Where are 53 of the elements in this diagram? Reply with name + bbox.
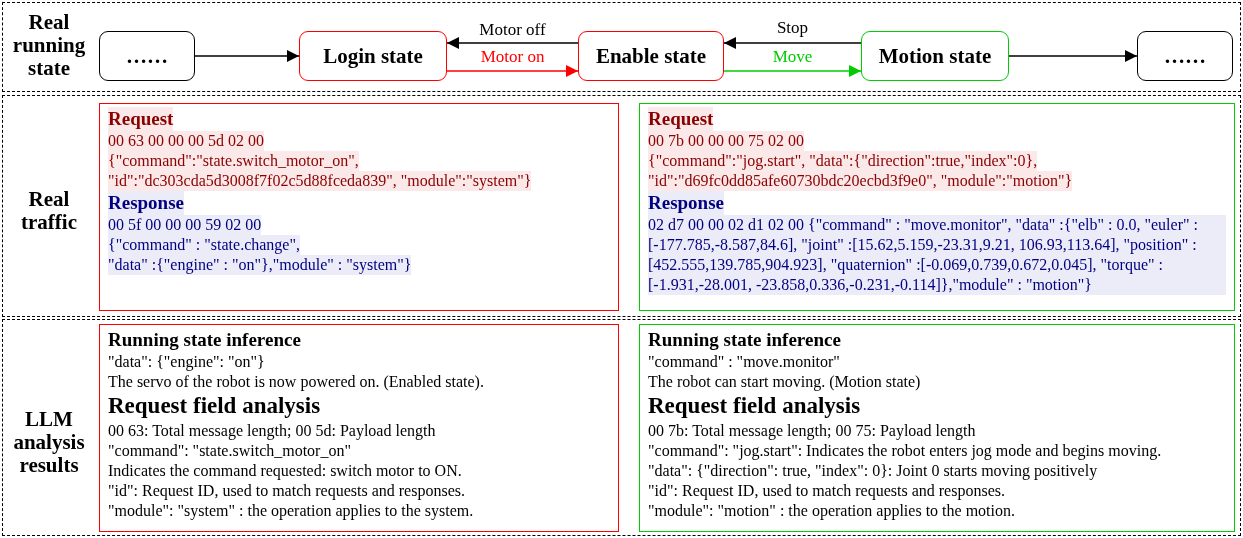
section-heading: Running state inference [108,328,301,352]
text-panel [99,324,619,532]
analysis-text: "data": {"direction": true, "index": 0}: Joint 0 starts moving positively [648,460,1098,481]
state-box: …… [99,31,195,81]
section-heading: Request field analysis [108,391,321,420]
request-text: {"command":"jog.start", "data":{"direction":true,"index":0}, [648,150,1038,171]
arrow [194,50,300,62]
arrow [723,37,862,49]
request-text: "id":"d69fc0dd85afe60730bdc20ecbd3f9e0", "module":"motion"} [648,170,1073,191]
arrow [446,37,579,49]
analysis-text: 00 63: Total message length; 00 5d: Payload length [108,420,436,441]
text-panel [639,324,1235,532]
analysis-text: Indicates the command requested: switch motor to ON. [108,460,462,481]
analysis-text: "command" : "move.monitor" [648,351,840,372]
response-text: 02 d7 00 00 02 d1 02 00 {"command" : "move.monitor", "data" :{"elb" : 0.0, "euler" :[-177.785,-8.587,84.6], "joint" :[15.62,5.159,-23.31,9.21, 106.93,113.64], "position" :[452.555,139.785,904.923], "quaternion" :[-0.069,0.739,0.672,0.045], "torque" :[-1.931,-28.001, -23.858,0.336,-0.231,-0.114]},"module" : "motion"} [648,214,1226,295]
request-text: {"command":"state.switch_motor_on", [108,150,359,171]
request-text: 00 63 00 00 00 5d 02 00 [108,130,264,151]
row-label: LLM analysis results [12,408,86,478]
analysis-text: 00 7b: Total message length; 00 75: Payload length [648,420,976,441]
dashed-band [2,2,1241,92]
arrow [446,65,579,77]
arrow [1008,50,1138,62]
state-box: Motion state [861,31,1009,81]
analysis-text: The robot can start moving. (Motion state) [648,371,921,392]
dashed-band [2,95,1241,317]
analysis-text: "data": {"engine": "on"} [108,351,265,372]
analysis-text: "module": "motion" : the operation applies to the motion. [648,500,1015,521]
request-text: 00 7b 00 00 00 75 02 00 [648,130,804,151]
request-text: "id":"dc303cda5d3008f7f02c5d88fceda839", "module":"system"} [108,170,532,191]
response-text: {"command" : "state.change", [108,234,300,255]
row-label: Real traffic [20,188,78,235]
analysis-text: "command": "state.switch_motor_on" [108,440,351,461]
state-box: …… [1137,31,1233,81]
state-box: Enable state [578,31,724,81]
section-heading: Request field analysis [648,391,861,420]
state-box: Login state [299,31,447,81]
text-panel [99,103,619,311]
response-text: 00 5f 00 00 00 59 02 00 [108,214,262,235]
analysis-text: The servo of the robot is now powered on. (Enabled state). [108,371,484,392]
section-heading: Running state inference [648,328,841,352]
analysis-text: "id": Request ID, used to match requests and responses. [108,480,465,501]
response-text: "data" :{"engine" : "on"},"module" : "system"} [108,254,412,275]
dashed-band [2,319,1241,536]
analysis-text: "command": "jog.start": Indicates the robot enters jog mode and begins moving. [648,440,1162,461]
analysis-text: "id": Request ID, used to match requests and responses. [648,480,1005,501]
response-heading: Response [108,190,184,215]
request-heading: Request [648,107,714,131]
arrow [723,65,862,77]
analysis-text: "module": "system" : the operation applies to the system. [108,500,474,521]
row-label: Real running state [11,11,87,81]
request-heading: Request [108,107,174,131]
text-panel [639,103,1235,311]
response-heading: Response [648,190,724,215]
